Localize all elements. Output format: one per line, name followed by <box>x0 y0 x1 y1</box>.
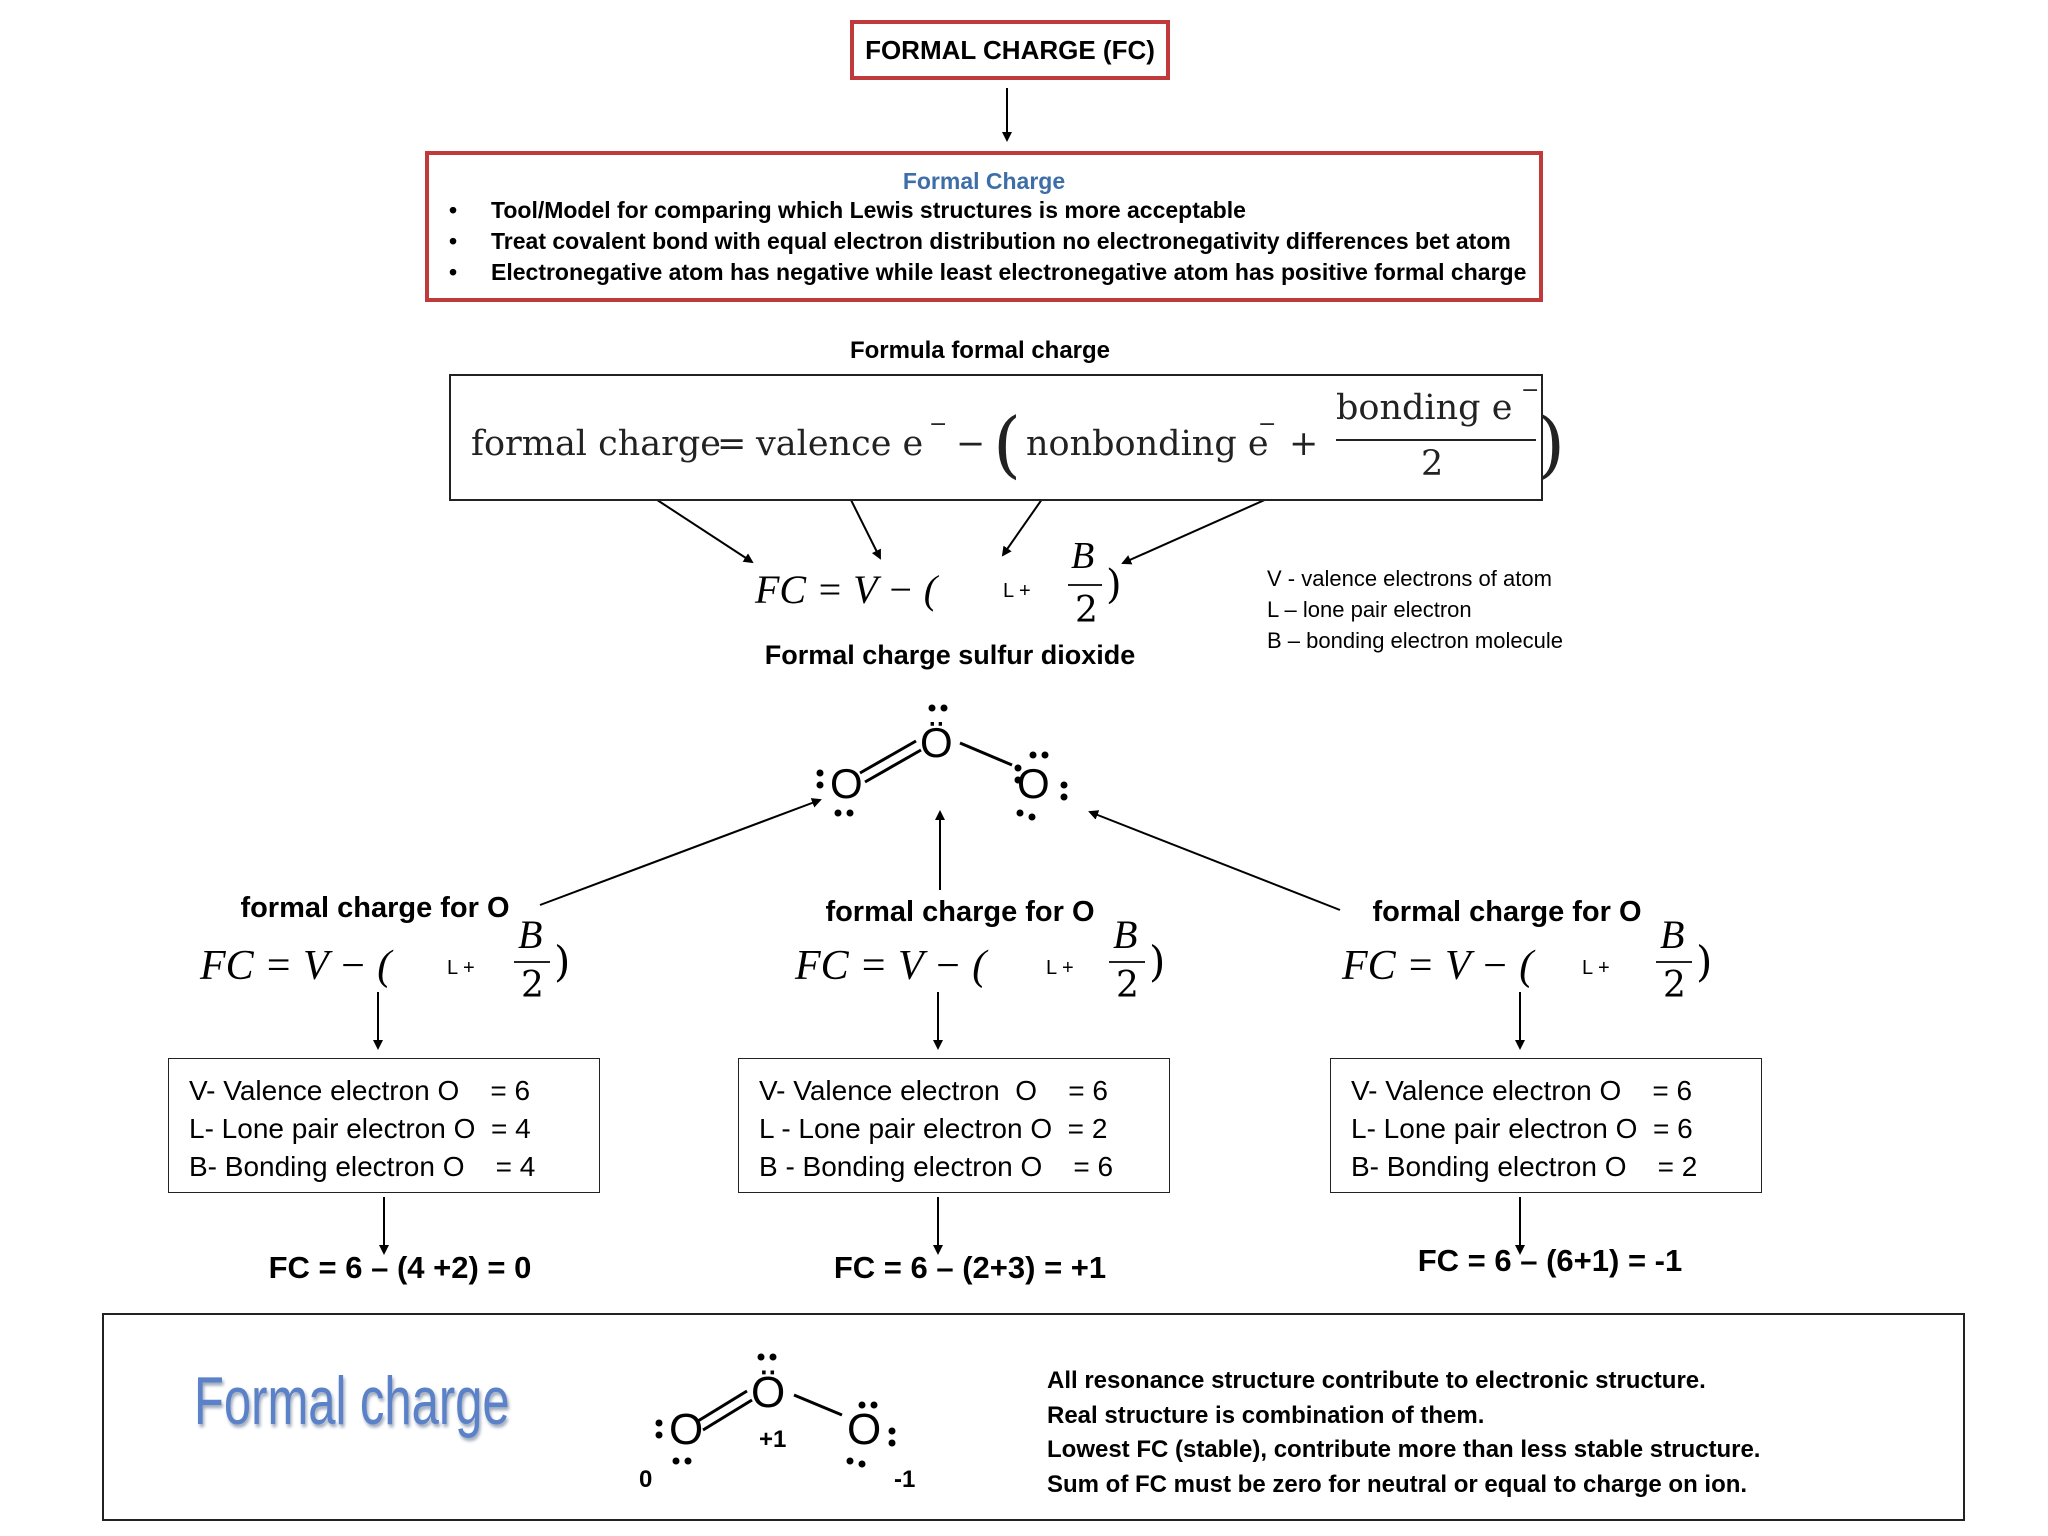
fc-lhs: FC = V − ( <box>1342 943 1534 989</box>
values-box: V- Valence electron O = 6 L- Lone pair e… <box>168 1058 600 1193</box>
fc-lhs: FC = V − ( <box>795 943 987 989</box>
fc-result: FC = 6 – (6+1) = -1 <box>1417 1243 1683 1278</box>
lone-pair-dots <box>816 704 1068 821</box>
fc-close: ) <box>554 937 571 986</box>
atom-o-left: O <box>830 760 863 807</box>
short-formula: FC = V − ( L + B 2 ) <box>755 534 1135 644</box>
formula-box: formal charge = valence e − − ( nonbondi… <box>449 374 1565 501</box>
summary-line: All resonance structure contribute to el… <box>1047 1367 1706 1394</box>
column-heading: formal charge for O <box>240 892 510 924</box>
intro-box: Formal Charge Tool/Model for comparing w… <box>425 151 1543 302</box>
summary-label: Formal charge <box>194 1363 510 1439</box>
column-formula: FC = V − ( L + B 2 ) <box>1342 912 1722 1025</box>
formula-heading: Formula formal charge <box>849 337 1111 364</box>
title-box: FORMAL CHARGE (FC) <box>850 20 1170 80</box>
charge-center: +1 <box>759 1426 786 1453</box>
atom-o-right: O <box>847 1405 881 1454</box>
formula-sup: − <box>929 412 948 437</box>
formula-bonding: bonding e <box>1336 388 1513 428</box>
fc-l: L + <box>1046 957 1074 979</box>
atom-o-right: O <box>1017 760 1050 807</box>
formula-minus: − <box>956 424 986 464</box>
fc-close: ) <box>1106 562 1122 608</box>
legend-item: B – bonding electron molecule <box>1267 628 1563 653</box>
bullet-item: Treat covalent bond with equal electron … <box>429 226 1539 257</box>
fc-two: 2 <box>1075 590 1098 631</box>
paren-open-icon: ( <box>993 402 1022 486</box>
legend-item: V - valence electrons of atom <box>1267 566 1552 591</box>
fraction-bar <box>1109 961 1145 963</box>
fc-b: B <box>1660 912 1685 957</box>
legend: V - valence electrons of atom L – lone p… <box>1267 563 1667 656</box>
atom-o-left: O <box>669 1405 703 1454</box>
column-formula: FC = V − ( L + B 2 ) <box>200 912 580 1025</box>
fc-b: B <box>1113 912 1138 957</box>
fc-close: ) <box>1149 937 1166 986</box>
intro-title: Formal Charge <box>902 168 1066 194</box>
value-line: L- Lone pair electron O = 6 <box>1351 1113 1693 1144</box>
double-bond-line <box>859 739 917 775</box>
value-line: B - Bonding electron O = 6 <box>759 1151 1114 1182</box>
fraction-bar <box>514 961 550 963</box>
page-title: FORMAL CHARGE (FC) <box>865 35 1155 65</box>
formula-plus: + <box>1289 424 1319 464</box>
formula-eq: = <box>717 424 747 464</box>
value-line: L - Lone pair electron O = 2 <box>759 1113 1108 1144</box>
column-heading: formal charge for O <box>1372 896 1642 928</box>
legend-item: L – lone pair electron <box>1267 597 1472 622</box>
bullet-item: Tool/Model for comparing which Lewis str… <box>429 195 1539 226</box>
so2-heading: Formal charge sulfur dioxide <box>764 640 1136 670</box>
fc-two: 2 <box>521 965 544 1006</box>
fc-l: L + <box>1582 957 1610 979</box>
values-box: V- Valence electron O = 6 L - Lone pair … <box>738 1058 1170 1193</box>
fc-lhs: FC = V − ( <box>755 567 938 612</box>
summary-line: Sum of FC must be zero for neutral or eq… <box>1047 1470 1748 1498</box>
fc-result: FC = 6 – (2+3) = +1 <box>833 1250 1107 1285</box>
fraction-bar <box>1656 961 1692 963</box>
fc-b: B <box>1071 535 1095 577</box>
value-line: V- Valence electron O = 6 <box>189 1075 531 1106</box>
formula-lhs: formal charge <box>471 424 721 464</box>
fc-l: L + <box>1003 580 1031 602</box>
value-line: L- Lone pair electron O = 4 <box>189 1113 531 1144</box>
values-box: V- Valence electron O = 6 L- Lone pair e… <box>1330 1058 1762 1193</box>
formula-two: 2 <box>1421 444 1444 484</box>
summary-line: Lowest FC (stable), contribute more than… <box>1047 1436 1761 1463</box>
fc-result: FC = 6 – (4 +2) = 0 <box>268 1250 532 1285</box>
so2-lewis-structure: O Ö O <box>816 704 1068 821</box>
fc-two: 2 <box>1663 965 1686 1006</box>
bullet-item: Electronegative atom has negative while … <box>429 257 1539 288</box>
paren-close-icon: ) <box>1537 402 1566 486</box>
fc-two: 2 <box>1116 965 1139 1006</box>
summary-line: Real structure is combination of them. <box>1047 1401 1485 1429</box>
value-line: V- Valence electron O = 6 <box>1351 1075 1693 1106</box>
arrow-right-to-o <box>1088 810 1341 911</box>
formula-sup: − <box>1258 412 1277 437</box>
fc-l: L + <box>447 957 475 979</box>
formula-valence: valence e <box>756 424 924 464</box>
column-formula: FC = V − ( L + B 2 ) <box>795 912 1175 1025</box>
single-bond-line <box>959 741 1013 767</box>
atom-center: Ö <box>920 719 953 766</box>
value-line: B- Bonding electron O = 4 <box>189 1151 536 1182</box>
fraction-bar <box>1068 584 1102 586</box>
fc-close: ) <box>1696 937 1713 986</box>
arrow-left-to-o <box>539 798 822 906</box>
double-bond-line <box>864 748 922 784</box>
formula-nonbonding: nonbonding e <box>1026 424 1269 464</box>
charge-left: 0 <box>639 1466 652 1493</box>
charge-right: -1 <box>894 1466 915 1493</box>
summary-box: Formal charge O Ö O 0 +1 -1 All resonanc… <box>102 1313 1965 1521</box>
so2-charged-structure: O Ö O 0 +1 -1 <box>639 1353 915 1493</box>
value-line: V- Valence electron O = 6 <box>759 1075 1108 1106</box>
atom-center: Ö <box>751 1368 785 1417</box>
formula-sup: − <box>1521 378 1540 403</box>
fc-lhs: FC = V − ( <box>200 943 392 989</box>
fraction-bar <box>1336 439 1536 441</box>
summary-text: All resonance structure contribute to el… <box>1047 1364 1947 1502</box>
intro-bullets: Tool/Model for comparing which Lewis str… <box>429 195 1539 288</box>
fc-b: B <box>518 912 543 957</box>
column-heading: formal charge for O <box>825 896 1095 928</box>
value-line: B- Bonding electron O = 2 <box>1351 1151 1698 1182</box>
